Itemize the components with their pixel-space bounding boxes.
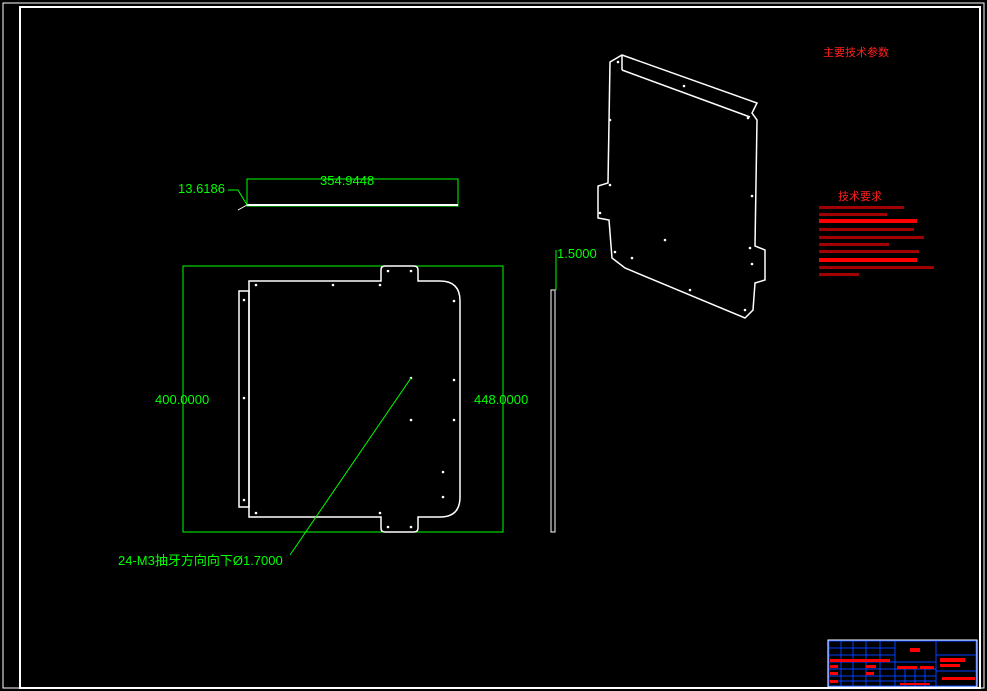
plate-right-dim: 448.0000 <box>474 392 528 407</box>
strip-angle-dim: 13.6186 <box>178 181 225 196</box>
title-block <box>827 639 978 688</box>
side-view <box>550 250 557 533</box>
inner-frame <box>19 6 981 689</box>
tech-requirements: 技术要求 <box>819 190 934 276</box>
strip-length-dim: 354.9448 <box>320 173 374 188</box>
main-params-title: 主要技术参数 <box>823 45 889 59</box>
tech-req-title: 技术要求 <box>838 190 882 203</box>
thickness-dim: 1.5000 <box>557 246 597 261</box>
isometric-view <box>597 54 766 319</box>
plate-left-dim: 400.0000 <box>155 392 209 407</box>
hole-note: 24-M3抽牙方向向下Ø1.7000 <box>118 553 283 568</box>
strip-view <box>228 178 459 211</box>
plate-view <box>182 265 504 556</box>
